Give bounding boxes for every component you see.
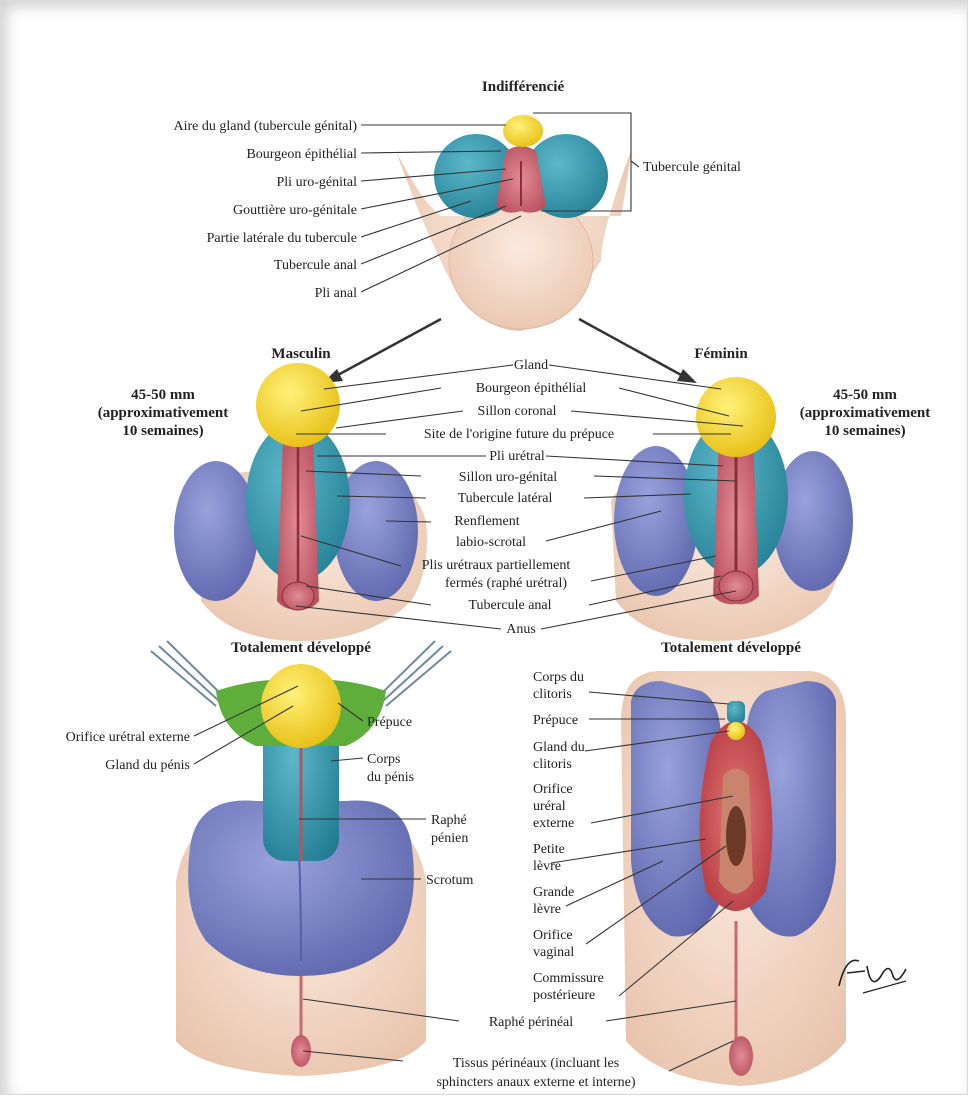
label-site-prepuce: Site de l'origine future du prépuce <box>424 427 614 442</box>
label-orifice-uretral-externe: Orifice urétral externe <box>66 730 190 745</box>
label-scrotum: Scrotum <box>426 873 474 888</box>
label-pli-uretral: Pli urétral <box>489 449 545 464</box>
label-sillon-coronal: Sillon coronal <box>478 404 557 419</box>
label-gouttiere-uro-genitale: Gouttière uro-génitale <box>233 203 357 218</box>
male-age-line-2: (approximativement <box>98 405 229 421</box>
female-age-note: 45-50 mm (approximativement 10 semaines) <box>800 387 931 439</box>
indifferent-illustration <box>396 115 631 331</box>
male-developed-title: Totalement développé <box>231 640 371 656</box>
label-clitoris-1: clitoris <box>533 687 572 702</box>
indifferent-title: Indifférencié <box>482 79 565 95</box>
female-developed-illustration <box>621 671 846 1086</box>
female-age-line-1: 45-50 mm <box>833 387 897 403</box>
label-commissure: Commissure <box>533 971 604 986</box>
label-petite: Petite <box>533 842 565 857</box>
label-partie-laterale: Partie latérale du tubercule <box>207 231 357 246</box>
label-tissus-perineaux-2: sphincters anaux externe et interne) <box>436 1075 635 1090</box>
female-age-line-3: 10 semaines) <box>824 423 905 439</box>
label-prepuce-female: Prépuce <box>533 713 578 728</box>
label-gland-du: Gland du <box>533 740 585 755</box>
label-gland-du-penis: Gland du pénis <box>105 758 190 773</box>
male-age-line-1: 45-50 mm <box>131 387 195 403</box>
label-bourgeon-epithelial-mid: Bourgeon épithélial <box>476 381 587 396</box>
male-age-line-3: 10 semaines) <box>122 423 203 439</box>
label-levre-2: lèvre <box>533 902 561 917</box>
label-raphe-line1: Raphé <box>431 813 467 828</box>
label-pli-anal: Pli anal <box>315 286 357 301</box>
label-aire-du-gland: Aire du gland (tubercule génital) <box>174 119 358 134</box>
label-ureral: uréral <box>533 799 566 814</box>
netter-signature <box>839 960 906 993</box>
label-clitoris-2: clitoris <box>533 757 572 772</box>
label-orifice-1: Orifice <box>533 782 573 797</box>
label-renflement: Renflement <box>454 514 519 529</box>
label-raphe-perineal: Raphé périnéal <box>489 1015 573 1030</box>
label-corps-du: Corps du <box>533 670 584 685</box>
label-labio-scrotal: labio-scrotal <box>456 535 526 550</box>
label-orifice-2: Orifice <box>533 928 573 943</box>
female-developed-labels: Corps du clitoris Prépuce Gland du clito… <box>533 670 604 1003</box>
label-bourgeon-epithelial: Bourgeon épithélial <box>246 147 357 162</box>
label-raphe-uretral: fermés (raphé urétral) <box>445 576 567 591</box>
label-corps-line2: du pénis <box>367 770 414 785</box>
label-externe: externe <box>533 816 574 831</box>
label-levre-1: lèvre <box>533 859 561 874</box>
label-sillon-uro-genital: Sillon uro-génital <box>459 470 557 485</box>
label-pli-uro-genital: Pli uro-génital <box>277 175 358 190</box>
female-developed-title: Totalement développé <box>661 640 801 656</box>
label-vaginal: vaginal <box>533 945 574 960</box>
male-stage-title: Masculin <box>271 346 331 362</box>
female-age-line-2: (approximativement <box>800 405 931 421</box>
arrow-to-female <box>579 319 697 383</box>
label-corps-line1: Corps <box>367 752 400 767</box>
label-posterieure: postérieure <box>533 988 595 1003</box>
label-tubercule-genital: Tubercule génital <box>643 160 741 175</box>
bottom-labels: Raphé périnéal Tissus périnéaux (incluan… <box>436 1015 635 1090</box>
label-gland: Gland <box>514 358 548 373</box>
label-plis-uretraux: Plis urétraux partiellement <box>422 558 571 573</box>
male-developed-illustration <box>151 641 451 1076</box>
label-tubercule-lateral: Tubercule latéral <box>458 491 553 506</box>
label-tissus-perineaux-1: Tissus périnéaux (incluant les <box>453 1056 619 1071</box>
female-stage-title: Féminin <box>694 346 748 362</box>
label-raphe-line2: pénien <box>431 831 468 846</box>
label-prepuce-male: Prépuce <box>367 715 412 730</box>
label-tubercule-anal-mid: Tubercule anal <box>468 598 551 613</box>
label-anus: Anus <box>506 622 536 637</box>
label-tubercule-anal-top: Tubercule anal <box>274 258 357 273</box>
male-age-note: 45-50 mm (approximativement 10 semaines) <box>98 387 229 439</box>
arrow-to-male <box>323 319 441 383</box>
label-grande: Grande <box>533 885 574 900</box>
